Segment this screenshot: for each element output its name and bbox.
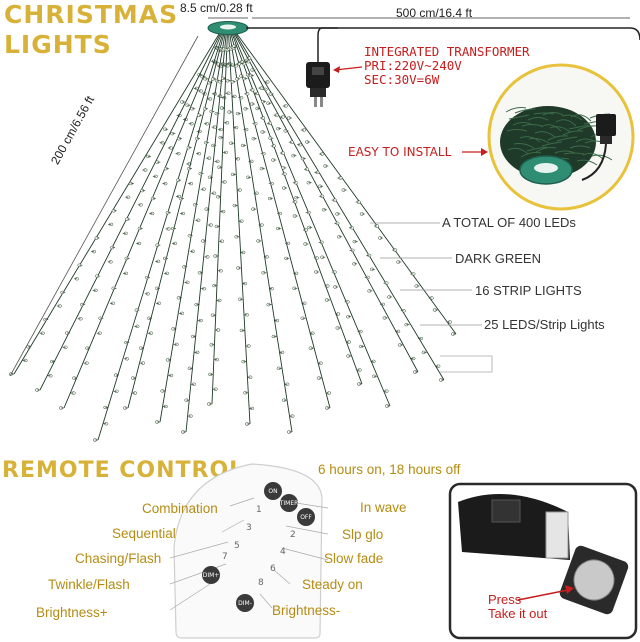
total-leds-label: A TOTAL OF 400 LEDs (442, 215, 576, 230)
light-strands-illustration (8, 17, 640, 442)
remote-number-6[interactable]: 6 (270, 564, 276, 574)
mode-slp-glo-label: Slp glo (342, 527, 384, 542)
on-button[interactable]: ON (264, 482, 282, 500)
battery-take-out-label: Take it out (488, 606, 548, 621)
brightness-minus-label: Brightness- (272, 603, 341, 618)
timer-label: 6 hours on, 18 hours off (318, 462, 461, 477)
transformer-icon (596, 114, 616, 136)
light-strand (39, 33, 221, 391)
mode-twinkle-label: Twinkle/Flash (48, 577, 130, 592)
title-line-1: CHRISTMAS (4, 0, 179, 29)
cable-length-label: 500 cm/16.4 ft (396, 6, 473, 20)
remote-control-title: REMOTE CONTROL (2, 458, 245, 483)
timer-button[interactable]: TIMER (280, 494, 298, 512)
dim-plus-button[interactable]: DIM+ (202, 566, 220, 584)
color-label: DARK GREEN (455, 251, 541, 266)
light-strand (230, 33, 331, 409)
light-strand (127, 33, 225, 409)
remote-number-5[interactable]: 5 (234, 541, 240, 551)
mode-combination-label: Combination (142, 501, 218, 516)
mode-chasing-label: Chasing/Flash (75, 551, 162, 566)
dim-minus-button[interactable]: DIM- (236, 594, 254, 612)
remote-number-8[interactable]: 8 (258, 578, 264, 588)
battery-press-label: Press (488, 592, 522, 607)
light-strand (185, 33, 227, 433)
remote-number-4[interactable]: 4 (280, 547, 286, 557)
light-strand (13, 33, 220, 375)
light-strand (211, 33, 228, 405)
light-strand (229, 33, 293, 433)
battery-compartment-illustration (448, 482, 638, 640)
remote-number-3[interactable]: 3 (246, 523, 252, 533)
light-strand (63, 33, 222, 409)
light-strand (231, 33, 363, 385)
light-strand (97, 33, 224, 441)
title-line-2: LIGHTS (4, 30, 112, 59)
easy-install-label: EASY TO INSTALL (348, 145, 452, 159)
remote-number-1[interactable]: 1 (256, 505, 262, 515)
transformer-line-2: PRI:220V~240V (364, 58, 462, 73)
off-button[interactable]: OFF (297, 508, 315, 526)
light-strand (236, 33, 457, 335)
transformer-line-3: SEC:30V=6W (364, 72, 440, 87)
mode-sequential-label: Sequential (112, 526, 176, 541)
mode-in-wave-label: In wave (360, 500, 407, 515)
remote-number-7[interactable]: 7 (222, 552, 228, 562)
ring-diameter-label: 8.5 cm/0.28 ft (180, 1, 253, 15)
strip-count-label: 16 STRIP LIGHTS (475, 283, 582, 298)
install-photo-circle (487, 63, 635, 211)
brightness-plus-label: Brightness+ (36, 605, 108, 620)
light-strand (232, 33, 391, 407)
per-strip-label: 25 LEDS/Strip Lights (484, 317, 605, 332)
light-strand (228, 33, 251, 425)
light-strand (235, 33, 445, 381)
mode-steady-on-label: Steady on (302, 577, 363, 592)
light-strand (159, 33, 226, 423)
mode-slow-fade-label: Slow fade (324, 551, 384, 566)
remote-number-2[interactable]: 2 (290, 530, 296, 540)
transformer-line-1: INTEGRATED TRANSFORMER (364, 44, 530, 59)
